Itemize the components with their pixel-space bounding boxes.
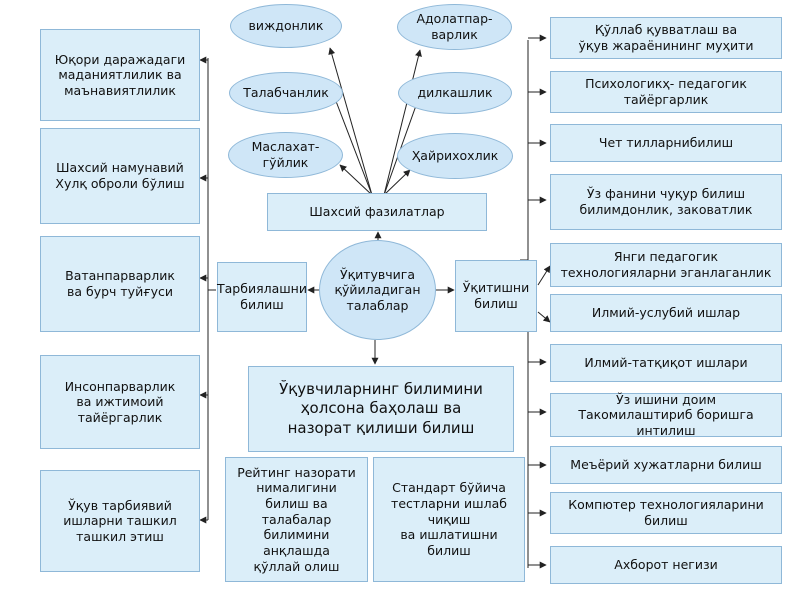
assessment-box: Ўқувчиларнинг билимини ҳолсона баҳолаш в… <box>248 366 514 452</box>
upbringing-item-culture: Юқори даражадаги маданиятлилик ва маънав… <box>40 29 200 121</box>
teaching-item-support: Қўллаб қувватлаш ва ўқув жараёнининг муҳ… <box>550 17 782 59</box>
quality-benevolence: Ҳайрихохлик <box>397 133 513 179</box>
quality-demandingness: Талабчанлик <box>229 72 343 114</box>
teaching-item-methodology: Илмий-услубий ишлар <box>550 294 782 332</box>
quality-fairness: Адолатпар- варлик <box>397 4 512 50</box>
teaching-item-technologies: Янги педагогик технологияларни эганлаган… <box>550 243 782 287</box>
upbringing-item-organization: Ўқув тарбиявий ишларни ташкил ташкил эти… <box>40 470 200 572</box>
teaching-hub: Ўқитишни билиш <box>455 260 537 332</box>
teaching-item-psychology: Психологикҳ- педагогик тайёргарлик <box>550 71 782 113</box>
teaching-item-normative: Меъёрий хужатларни билиш <box>550 446 782 484</box>
upbringing-hub: Тарбиялашни билиш <box>217 262 307 332</box>
teaching-item-research: Илмий-татқиқот ишлари <box>550 344 782 382</box>
upbringing-item-example: Шахсий намунавий Хулқ оброли бўлиш <box>40 128 200 224</box>
teaching-item-languages: Чет тилларнибилиш <box>550 124 782 162</box>
upbringing-item-patriotism: Ватанпарварлик ва бурч туйғуси <box>40 236 200 332</box>
teaching-item-improvement: Ўз ишини доим Такомилаштириб боришга инт… <box>550 392 782 438</box>
assessment-rating-box: Рейтинг назорати нималигини билиш ва тал… <box>225 457 368 582</box>
teaching-item-information: Ахборот негизи <box>550 546 782 584</box>
quality-advisory: Маслахат- гўйлик <box>228 132 343 178</box>
assessment-tests-box: Стандарт бўйича тестларни ишлаб чиқиш ва… <box>373 457 525 582</box>
upbringing-item-humanism: Инсонпарварлик ва ижтимоий тайёргарлик <box>40 355 200 449</box>
personal-qualities-box: Шахсий фазилатлар <box>267 193 487 231</box>
central-requirements-node: Ўқитувчига қўйиладиган талаблар <box>319 240 436 340</box>
quality-friendliness: дилкашлик <box>398 72 512 114</box>
teaching-item-subject: Ўз фанини чуқур билиш билимдонлик, заков… <box>550 174 782 230</box>
teaching-item-computer: Компютер технологияларини билиш <box>550 492 782 534</box>
quality-conscientiousness: виждонлик <box>230 4 342 48</box>
